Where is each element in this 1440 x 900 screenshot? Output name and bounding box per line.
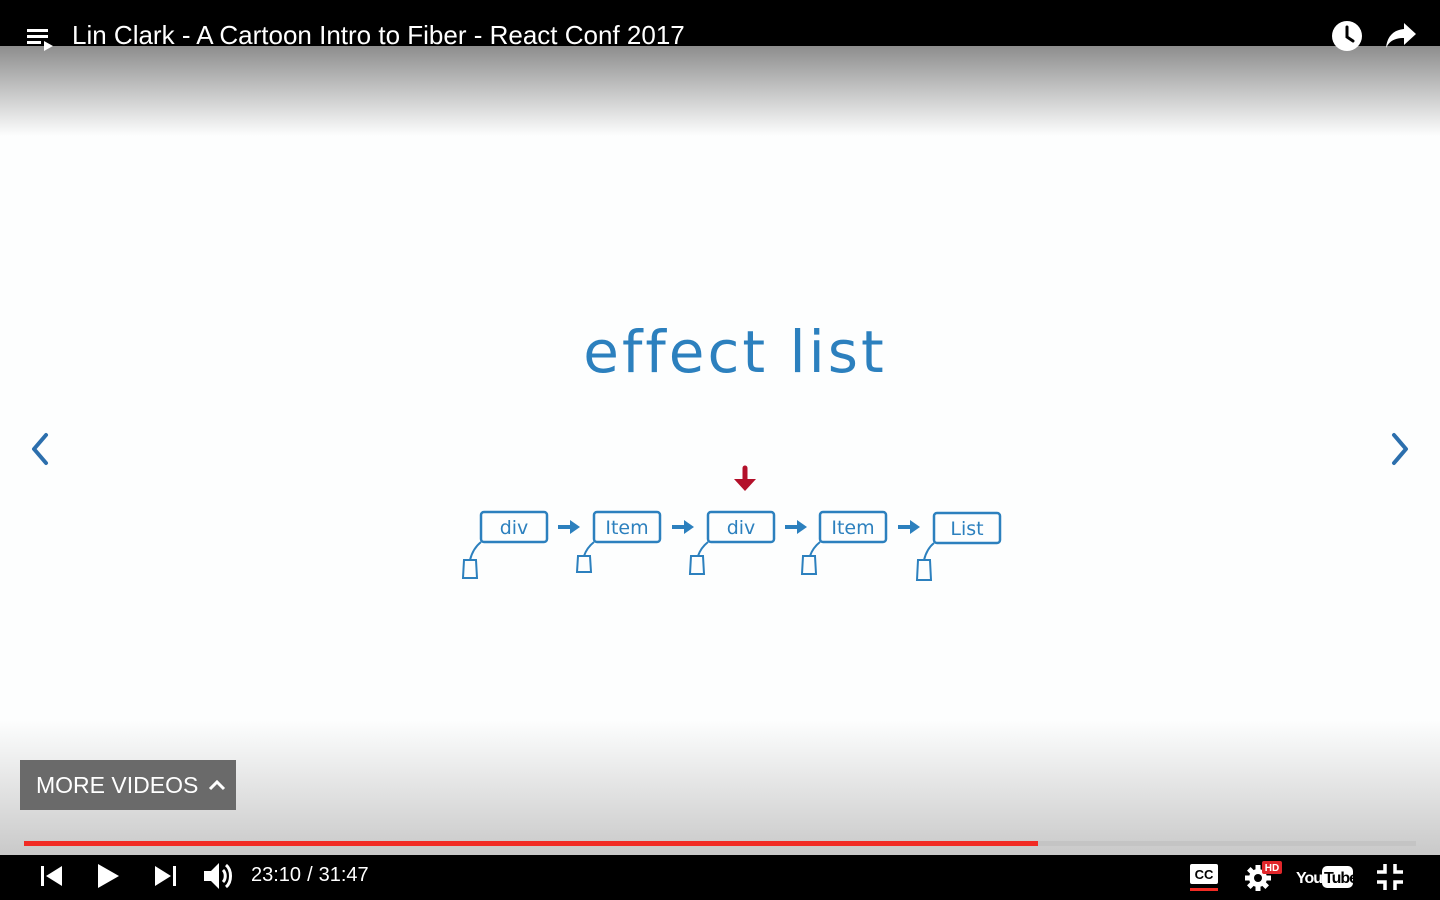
effect-node: Item (575, 510, 662, 573)
effect-node: div (461, 510, 549, 579)
effect-list-diagram: div Item div Item (461, 465, 1002, 581)
node-label: Item (605, 517, 648, 539)
chevron-up-icon (209, 779, 226, 791)
captions-icon[interactable]: CC (1189, 862, 1219, 892)
node-label: Item (831, 517, 874, 539)
share-icon[interactable] (1385, 22, 1417, 50)
slide-heading: effect list (583, 318, 887, 386)
video-title[interactable]: Lin Clark - A Cartoon Intro to Fiber - R… (72, 20, 685, 50)
playlist-icon[interactable] (27, 27, 55, 51)
effect-node: div (688, 510, 776, 575)
progress-played (24, 841, 1038, 846)
next-video-icon[interactable] (153, 865, 177, 887)
node-label: div (500, 517, 529, 539)
progress-bar[interactable] (24, 841, 1416, 846)
node-label: List (950, 518, 983, 540)
next-pointer-arrow-icon (898, 520, 920, 534)
volume-icon[interactable] (202, 860, 236, 892)
current-time: 23:10 (251, 864, 302, 886)
next-slide-icon[interactable] (1388, 432, 1412, 466)
current-node-arrow-icon (734, 465, 756, 491)
svg-text:You: You (1296, 870, 1322, 887)
time-display: 23:10/31:47 (251, 863, 369, 887)
effect-node: List (915, 511, 1002, 581)
top-bar: Lin Clark - A Cartoon Intro to Fiber - R… (0, 0, 1440, 51)
youtube-logo[interactable]: You Tube (1294, 861, 1354, 893)
svg-text:Tube: Tube (1324, 870, 1354, 887)
svg-text:CC: CC (1195, 867, 1214, 882)
player-controls: 23:10/31:47 CC HD You Tube (0, 855, 1440, 900)
hd-badge (1262, 861, 1282, 874)
exit-fullscreen-icon[interactable] (1376, 863, 1404, 891)
node-label: div (727, 517, 756, 539)
time-separator: / (307, 864, 313, 886)
settings-icon[interactable]: HD (1244, 860, 1284, 892)
next-pointer-arrow-icon (785, 520, 807, 534)
effect-node: Item (800, 510, 888, 575)
bottom-gradient (0, 720, 1440, 855)
more-videos-button[interactable]: MORE VIDEOS (20, 760, 236, 810)
prev-slide-icon[interactable] (28, 432, 52, 466)
more-videos-label: MORE VIDEOS (36, 771, 199, 798)
previous-video-icon[interactable] (40, 865, 64, 887)
play-icon[interactable] (96, 862, 120, 890)
next-pointer-arrow-icon (672, 520, 694, 534)
watch-later-icon[interactable] (1331, 20, 1363, 52)
top-gradient (0, 46, 1440, 136)
next-pointer-arrow-icon (558, 520, 580, 534)
duration: 31:47 (318, 864, 369, 886)
hd-badge-label: HD (1265, 863, 1279, 874)
